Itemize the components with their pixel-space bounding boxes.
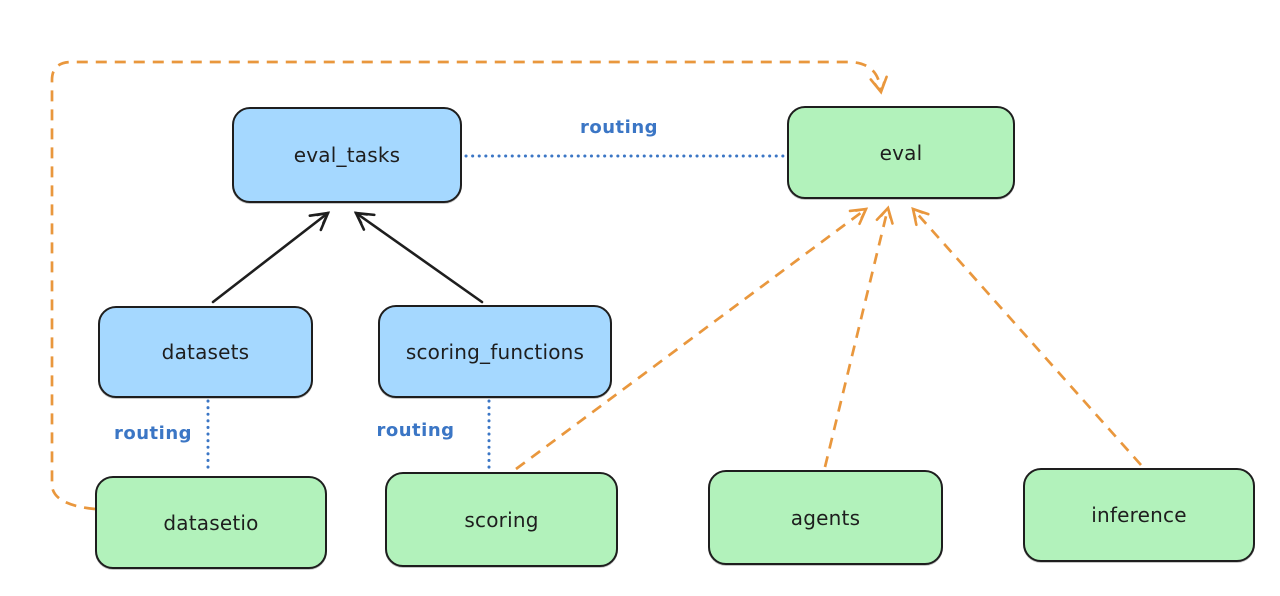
edge-datasets-to-eval-tasks: [211, 211, 331, 304]
node-datasetio: datasetio: [95, 476, 327, 569]
node-agents-label: agents: [790, 505, 861, 530]
node-scoring: scoring: [385, 472, 618, 567]
node-datasets-label: datasets: [161, 340, 250, 364]
node-inference-label: inference: [1091, 503, 1187, 527]
node-eval-tasks-label: eval_tasks: [293, 143, 401, 167]
edge-inference-to-eval: [911, 207, 1143, 466]
edge-scoring-functions-to-eval-tasks: [353, 211, 484, 304]
node-inference: inference: [1023, 468, 1255, 562]
node-datasetio-label: datasetio: [163, 510, 259, 535]
edge-agents-to-eval: [823, 205, 894, 468]
node-eval-label: eval: [879, 140, 923, 165]
node-scoring-label: scoring: [464, 507, 539, 532]
routing-label-datasets-datasetio: routing: [113, 423, 193, 444]
node-scoring-functions: scoring_functions: [378, 305, 612, 398]
node-eval: eval: [787, 106, 1015, 199]
node-scoring-functions-label: scoring_functions: [405, 339, 585, 364]
routing-label-scoring-functions-scoring: routing: [376, 420, 455, 441]
node-eval-tasks: eval_tasks: [232, 107, 462, 203]
edge-scoring-to-eval: [515, 207, 869, 471]
routing-label-eval-tasks-eval: routing: [579, 117, 659, 138]
node-datasets: datasets: [98, 306, 313, 398]
node-agents: agents: [708, 470, 943, 565]
